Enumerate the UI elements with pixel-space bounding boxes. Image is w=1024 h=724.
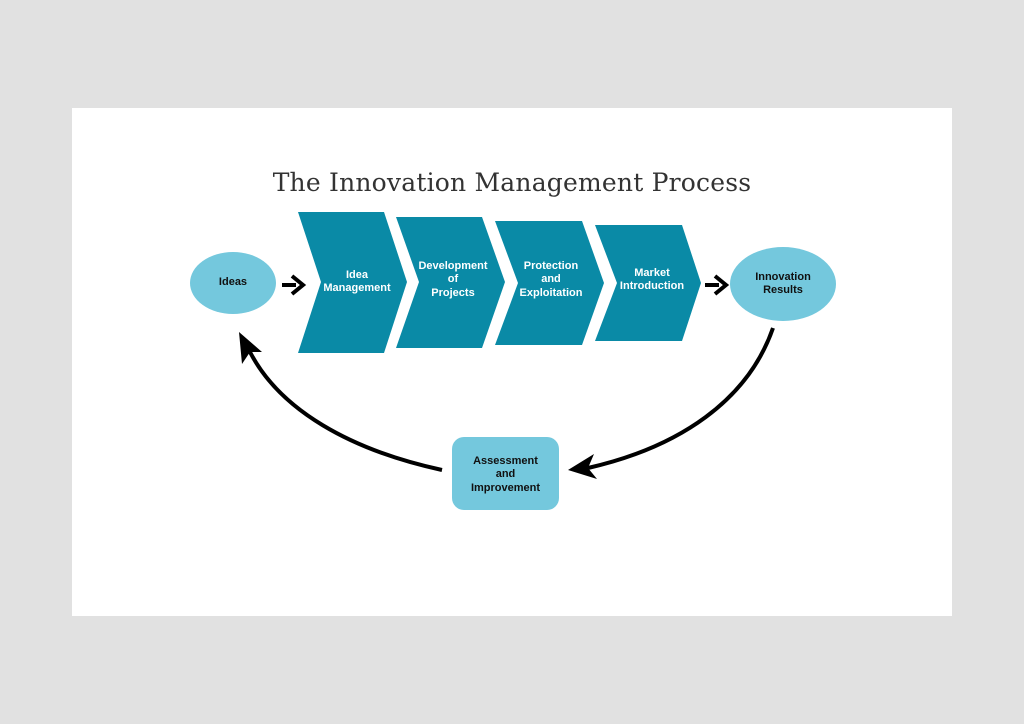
arrow-results-to-assessment bbox=[587, 327, 775, 470]
ideas-label: Ideas bbox=[218, 276, 248, 289]
chevron-protection-and-exploitation bbox=[495, 221, 604, 345]
innovation-results-node bbox=[730, 247, 836, 321]
innovation-results-label: Innovation Results bbox=[755, 270, 811, 297]
arrow-process-to-results bbox=[705, 274, 730, 296]
assessment-label: Assessment and Improvement bbox=[470, 454, 541, 494]
chevron-market-introduction bbox=[595, 225, 701, 341]
arrow-assessment-to-ideas bbox=[248, 351, 443, 472]
chevron-label-protection-and-exploitation: Protection and Exploitation bbox=[519, 259, 583, 299]
slide-canvas bbox=[72, 108, 952, 616]
chevron-idea-management bbox=[298, 212, 407, 353]
chevron-development-of-projects bbox=[396, 217, 505, 348]
chevron-label-idea-management: Idea Management bbox=[323, 268, 391, 295]
chevron-label-development-of-projects: Development of Projects bbox=[418, 259, 488, 299]
diagram-title: The Innovation Management Process bbox=[272, 168, 752, 197]
chevron-label-market-introduction: Market Introduction bbox=[619, 266, 685, 293]
arrow-ideas-to-process bbox=[282, 274, 307, 296]
assessment-node bbox=[452, 437, 559, 510]
arrowhead-assessment bbox=[568, 454, 597, 479]
arrowhead-ideas bbox=[239, 332, 262, 364]
ideas-node bbox=[190, 252, 276, 314]
